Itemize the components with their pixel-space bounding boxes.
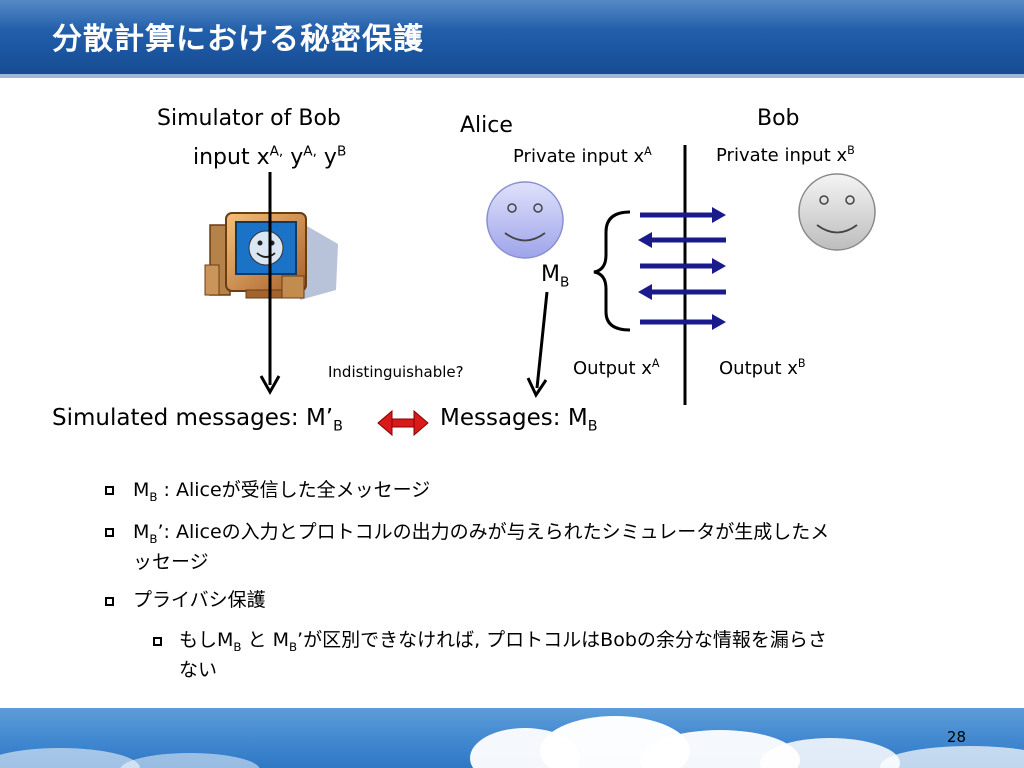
alice-output-sup: A (651, 357, 660, 370)
message-arrows (638, 207, 726, 330)
simulated-messages-sub: B (333, 418, 343, 435)
simulator-input-sup2: A, (303, 143, 317, 160)
cloud (120, 753, 260, 768)
bullet-2-line2: ッセージ (133, 551, 209, 573)
bullet-2-sub: B (149, 531, 158, 546)
alice-mb-label: MB (541, 262, 570, 291)
slide-title: 分散計算における秘密保護 (52, 22, 424, 57)
bullet-4-sub2: B (288, 639, 298, 654)
footer-sky-banner (0, 708, 1024, 768)
indistinguishable-double-arrow (377, 409, 429, 437)
simulator-label: Simulator of Bob (157, 106, 341, 131)
bob-private-input-sup: B (847, 144, 855, 157)
alice-mb-main: M (541, 262, 560, 287)
bullet-4-mid: と M (241, 629, 289, 651)
bullet-2: MB’: Aliceの入力とプロトコルの出力のみが与えられたシミュレータが生成し… (133, 517, 993, 577)
simulator-input-sup1: A, (269, 143, 284, 160)
mb-arrow-line (535, 291, 549, 389)
bullet-4-line2: ない (179, 659, 218, 681)
bullet-2-line1: ’: Aliceの入力とプロトコルの出力のみが与えられたシミュレータが生成したメ (157, 521, 830, 543)
bullet-marker-3 (105, 597, 114, 606)
bob-output-sup: B (797, 357, 806, 370)
alice-private-input-text: Private input x (513, 146, 645, 167)
bullet-1-m: M (133, 479, 150, 501)
simulator-output-arrowhead (259, 375, 281, 396)
messages-brace (593, 210, 631, 332)
bullet-marker-2 (105, 528, 114, 537)
bullet-1: MB : Aliceが受信した全メッセージ (133, 475, 430, 505)
title-bar-shine (0, 0, 1024, 30)
alice-smiley-face-icon (486, 181, 564, 259)
bob-smiley-face-icon (798, 173, 876, 251)
simulated-messages-text: Simulated messages: M’ (52, 405, 334, 431)
title-separator (0, 74, 1024, 78)
bob-output: Output xB (719, 358, 806, 379)
computer-smiley-icon (204, 212, 338, 300)
real-messages: Messages: MB (440, 405, 597, 434)
mb-arrowhead (526, 377, 548, 399)
bob-private-input: Private input xB (716, 145, 855, 166)
alice-mb-sub: B (559, 274, 570, 291)
bob-output-text: Output x (719, 358, 798, 379)
indistinguishable-label: Indistinguishable? (328, 363, 464, 381)
title-bar: 分散計算における秘密保護 (0, 0, 1024, 74)
bullet-4-pre: もしM (179, 629, 234, 651)
bullet-4: もしMB と MB’が区別できなければ, プロトコルはBobの余分な情報を漏らさ… (179, 625, 979, 685)
bullet-4-sub1: B (233, 639, 242, 654)
bullet-4-rest: ’が区別できなければ, プロトコルはBobの余分な情報を漏らさ (297, 629, 827, 651)
alice-output-text: Output x (573, 358, 652, 379)
bullet-1-rest: : Aliceが受信した全メッセージ (157, 479, 431, 501)
simulator-input-y: y (283, 145, 304, 170)
simulator-input-y2: y (316, 145, 337, 170)
bullet-marker-1 (105, 486, 114, 495)
alice-name: Alice (460, 113, 513, 138)
simulator-input-sup3: B (336, 143, 347, 160)
simulator-input-prefix: input x (193, 145, 270, 170)
bob-name: Bob (757, 106, 800, 131)
simulator-input: input xA, yA, yB (193, 145, 346, 170)
page-number: 28 (946, 728, 966, 746)
bullet-2-m: M (133, 521, 150, 543)
cloud (0, 748, 140, 768)
bullet-marker-4 (153, 637, 162, 646)
real-messages-sub: B (587, 418, 598, 435)
alice-private-input: Private input xA (513, 146, 652, 167)
real-messages-text: Messages: M (440, 405, 588, 431)
bob-private-input-text: Private input x (716, 145, 848, 166)
alice-private-input-sup: A (644, 145, 652, 158)
alice-output: Output xA (573, 358, 660, 379)
bullet-1-sub: B (149, 489, 158, 504)
simulated-messages: Simulated messages: M’B (52, 405, 343, 434)
bullet-3: プライバシ保護 (133, 589, 266, 611)
cloud (880, 746, 1024, 768)
